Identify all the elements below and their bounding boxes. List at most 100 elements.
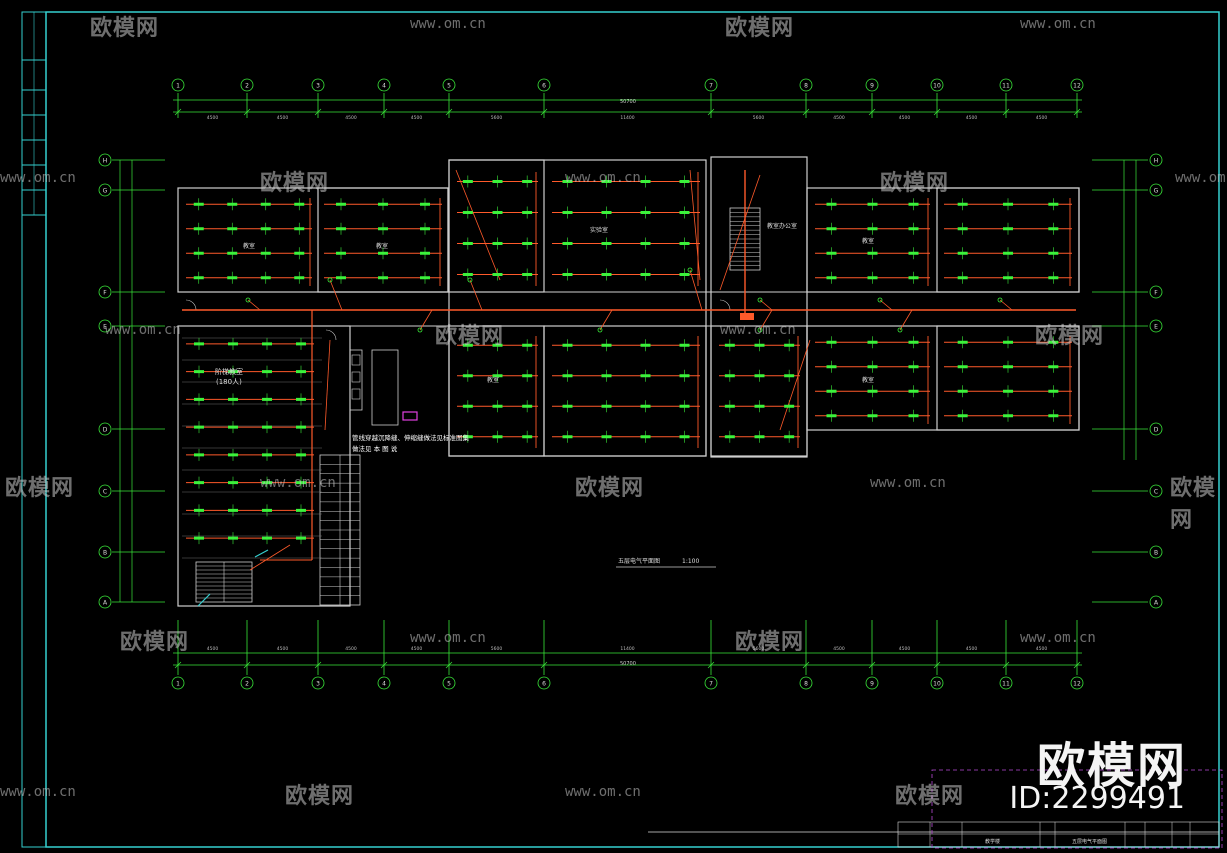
fluorescent-light-fixture: [1048, 227, 1059, 231]
axis-bubble: [240, 78, 254, 92]
equipment-details: [197, 313, 754, 607]
axis-bubble: [442, 78, 456, 92]
fluorescent-light-fixture: [867, 340, 878, 344]
branch-circuit: [469, 279, 483, 311]
north-indicator: [197, 593, 211, 607]
stair-west-side: [319, 454, 361, 606]
fluorescent-light-fixture: [957, 202, 968, 206]
fluorescent-light-fixture: [826, 251, 837, 255]
axis-letter: B: [103, 550, 107, 557]
title-block-project: 教学楼: [985, 838, 1000, 845]
equipment-cabinet: [349, 349, 363, 411]
fluorescent-light-fixture: [262, 481, 272, 485]
watermark-brand: 欧模网: [1035, 324, 1105, 349]
fluorescent-light-fixture: [492, 343, 503, 347]
fluorescent-light-fixture: [228, 481, 238, 485]
dimension-text: 4500: [345, 646, 357, 652]
fluorescent-light-fixture: [754, 404, 765, 408]
cabinet-unit: [351, 354, 361, 366]
axis-bubble: [1070, 676, 1084, 690]
fluorescent-light-fixture: [1048, 340, 1059, 344]
fluorescent-light-fixture: [640, 211, 651, 214]
fluorescent-light-fixture: [867, 276, 878, 280]
fluorescent-light-fixture: [296, 481, 306, 485]
fluorescent-light-fixture: [336, 227, 346, 231]
fluorescent-light-fixture: [260, 251, 271, 255]
axis-bubble: [930, 78, 944, 92]
watermark-url: www.om.cn: [1020, 16, 1096, 32]
fluorescent-light-fixture: [640, 180, 651, 183]
fluorescent-light-fixture: [378, 251, 388, 255]
fluorescent-light-fixture: [462, 211, 473, 214]
watermark-brand: 欧模网: [1170, 476, 1217, 533]
fluorescent-light-fixture: [193, 251, 204, 255]
fluorescent-light-fixture: [1003, 340, 1013, 344]
dimension-tick: [802, 108, 810, 116]
fluorescent-light-fixture: [260, 202, 271, 206]
axis-letter: D: [1154, 427, 1159, 434]
plan-scale: 1:100: [682, 558, 699, 565]
fluorescent-light-fixture: [679, 273, 690, 276]
switch-symbol: [757, 327, 763, 333]
dimension-tick: [1002, 108, 1010, 116]
dimension-text: 4500: [207, 646, 219, 652]
door-swing: [325, 329, 337, 341]
fluorescent-light-fixture: [640, 343, 651, 347]
classroom-label-1: 教室: [243, 242, 255, 250]
watermark-brand: 欧模网: [90, 16, 160, 41]
dimension-text: 4500: [411, 115, 423, 121]
fluorescent-light-fixture: [522, 374, 533, 378]
fluorescent-light-fixture: [462, 242, 473, 245]
axis-letter: A: [1154, 600, 1159, 607]
watermark-url: www.om.cn: [410, 630, 486, 646]
lecture-hall-label: 阶梯教室: [215, 367, 243, 376]
switch-symbol: [417, 327, 423, 333]
axis-bubble: [999, 78, 1013, 92]
axis-number: 6: [542, 83, 546, 90]
fluorescent-light-fixture: [227, 251, 238, 255]
fluorescent-light-fixture: [194, 397, 204, 401]
fluorescent-light-fixture: [228, 536, 238, 540]
fluorescent-light-fixture: [522, 242, 533, 245]
classroom-label-4: 教室: [487, 376, 499, 384]
fluorescent-light-fixture: [562, 404, 573, 408]
fluorescent-light-fixture: [724, 374, 735, 378]
fluorescent-light-fixture: [957, 414, 968, 418]
fluorescent-light-fixture: [1048, 251, 1059, 255]
axis-letter: E: [1154, 324, 1158, 331]
fluorescent-light-fixture: [867, 389, 878, 393]
fluorescent-light-fixture: [260, 276, 271, 280]
switch-symbol: [997, 297, 1003, 303]
axis-number: 9: [870, 83, 874, 90]
fluorescent-light-fixture: [492, 273, 503, 276]
fluorescent-light-fixture: [826, 414, 837, 418]
axis-number: 10: [933, 83, 941, 90]
watermark-brand: 欧模网: [435, 324, 505, 349]
axis-letter: F: [103, 290, 107, 297]
watermark-brand: 欧模网: [5, 476, 75, 501]
dimension-tick: [802, 661, 810, 669]
axis-number: 6: [542, 681, 546, 688]
axis-bubble: [1149, 285, 1163, 299]
axis-letter: G: [1154, 188, 1159, 195]
axis-letter: C: [103, 489, 107, 496]
axis-letter: D: [103, 427, 108, 434]
switch-symbol: [327, 277, 333, 283]
axis-number: 3: [316, 681, 320, 688]
fluorescent-light-fixture: [601, 180, 612, 183]
branch-circuit: [759, 299, 773, 311]
watermark-url: www.om.cn: [1175, 170, 1227, 186]
building-walls: [177, 156, 1080, 607]
fluorescent-light-fixture: [420, 251, 430, 255]
axis-number: 10: [933, 681, 941, 688]
fluorescent-light-fixture: [462, 273, 473, 276]
dimension-tick: [540, 661, 548, 669]
home-run: [689, 169, 701, 281]
fluorescent-light-fixture: [867, 365, 878, 369]
fluorescent-light-fixture: [522, 343, 533, 347]
axis-bubble: [930, 676, 944, 690]
axis-number: 7: [709, 681, 713, 688]
axis-bubble: [98, 153, 112, 167]
fluorescent-light-fixture: [562, 211, 573, 214]
